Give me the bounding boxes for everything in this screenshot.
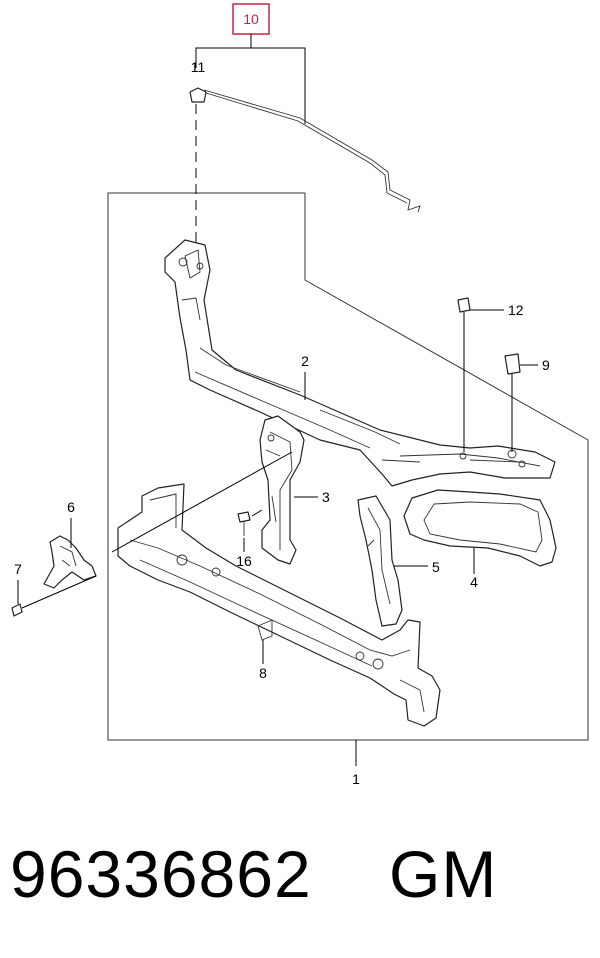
bolt-7-axis: [21, 575, 97, 609]
leader-10: [195, 47, 306, 124]
callout-5[interactable]: 5: [432, 559, 440, 575]
callout-12[interactable]: 12: [508, 302, 524, 318]
callout-4[interactable]: 4: [470, 574, 478, 590]
part-5-detail: [367, 507, 391, 605]
part-7-bolt: [11, 603, 23, 617]
part-2-hole-2: [196, 262, 204, 270]
guide-line: [111, 451, 293, 553]
part-5-side-bracket: [357, 495, 403, 627]
part-8-hole-3: [355, 651, 365, 661]
callout-16[interactable]: 16: [236, 553, 252, 569]
part-10-hood-rod-inner: [205, 92, 408, 204]
part-12-clip: [457, 297, 471, 313]
part-3-hole: [267, 434, 275, 442]
part-8-lower-crossmember: [117, 483, 441, 727]
part-2-hole-5: [518, 460, 526, 468]
part-2-detail-upper: [181, 249, 541, 467]
callout-8[interactable]: 8: [259, 665, 267, 681]
part-number-footer: 96336862 GM: [10, 837, 498, 911]
part-8-hole-1: [176, 554, 188, 566]
callout-10[interactable]: 10: [243, 11, 259, 27]
part-10-hood-rod: [203, 89, 421, 213]
part-8-hole-4: [372, 658, 384, 670]
part-3-detail: [265, 431, 293, 550]
part-4-headlamp-bracket: [403, 489, 557, 567]
callout-11[interactable]: 11: [191, 59, 206, 75]
callout-3[interactable]: 3: [322, 489, 330, 505]
part-2-hole-1: [178, 257, 188, 267]
part-2-hole-3: [459, 452, 467, 460]
part-8-tab: [257, 619, 273, 641]
part-11-clip: [189, 87, 207, 103]
callout-9[interactable]: 9: [542, 357, 550, 373]
callout-7[interactable]: 7: [14, 561, 22, 577]
leader-16-diag: [251, 509, 263, 517]
part-3-center-bracket: [259, 415, 305, 565]
callout-1[interactable]: 1: [352, 771, 360, 787]
part-6-detail: [59, 545, 77, 567]
part-16-bolt: [237, 511, 251, 523]
callout-2[interactable]: 2: [301, 353, 309, 369]
part-9-bumper: [504, 353, 521, 375]
assembly-frame: [107, 192, 589, 741]
part-8-detail-bottom: [139, 559, 425, 713]
part-8-hole-2: [211, 567, 221, 577]
part-4-opening: [423, 501, 543, 553]
part-6-bracket: [43, 535, 97, 589]
callout-6[interactable]: 6: [67, 499, 75, 515]
part-2-detail-lower: [194, 371, 521, 463]
